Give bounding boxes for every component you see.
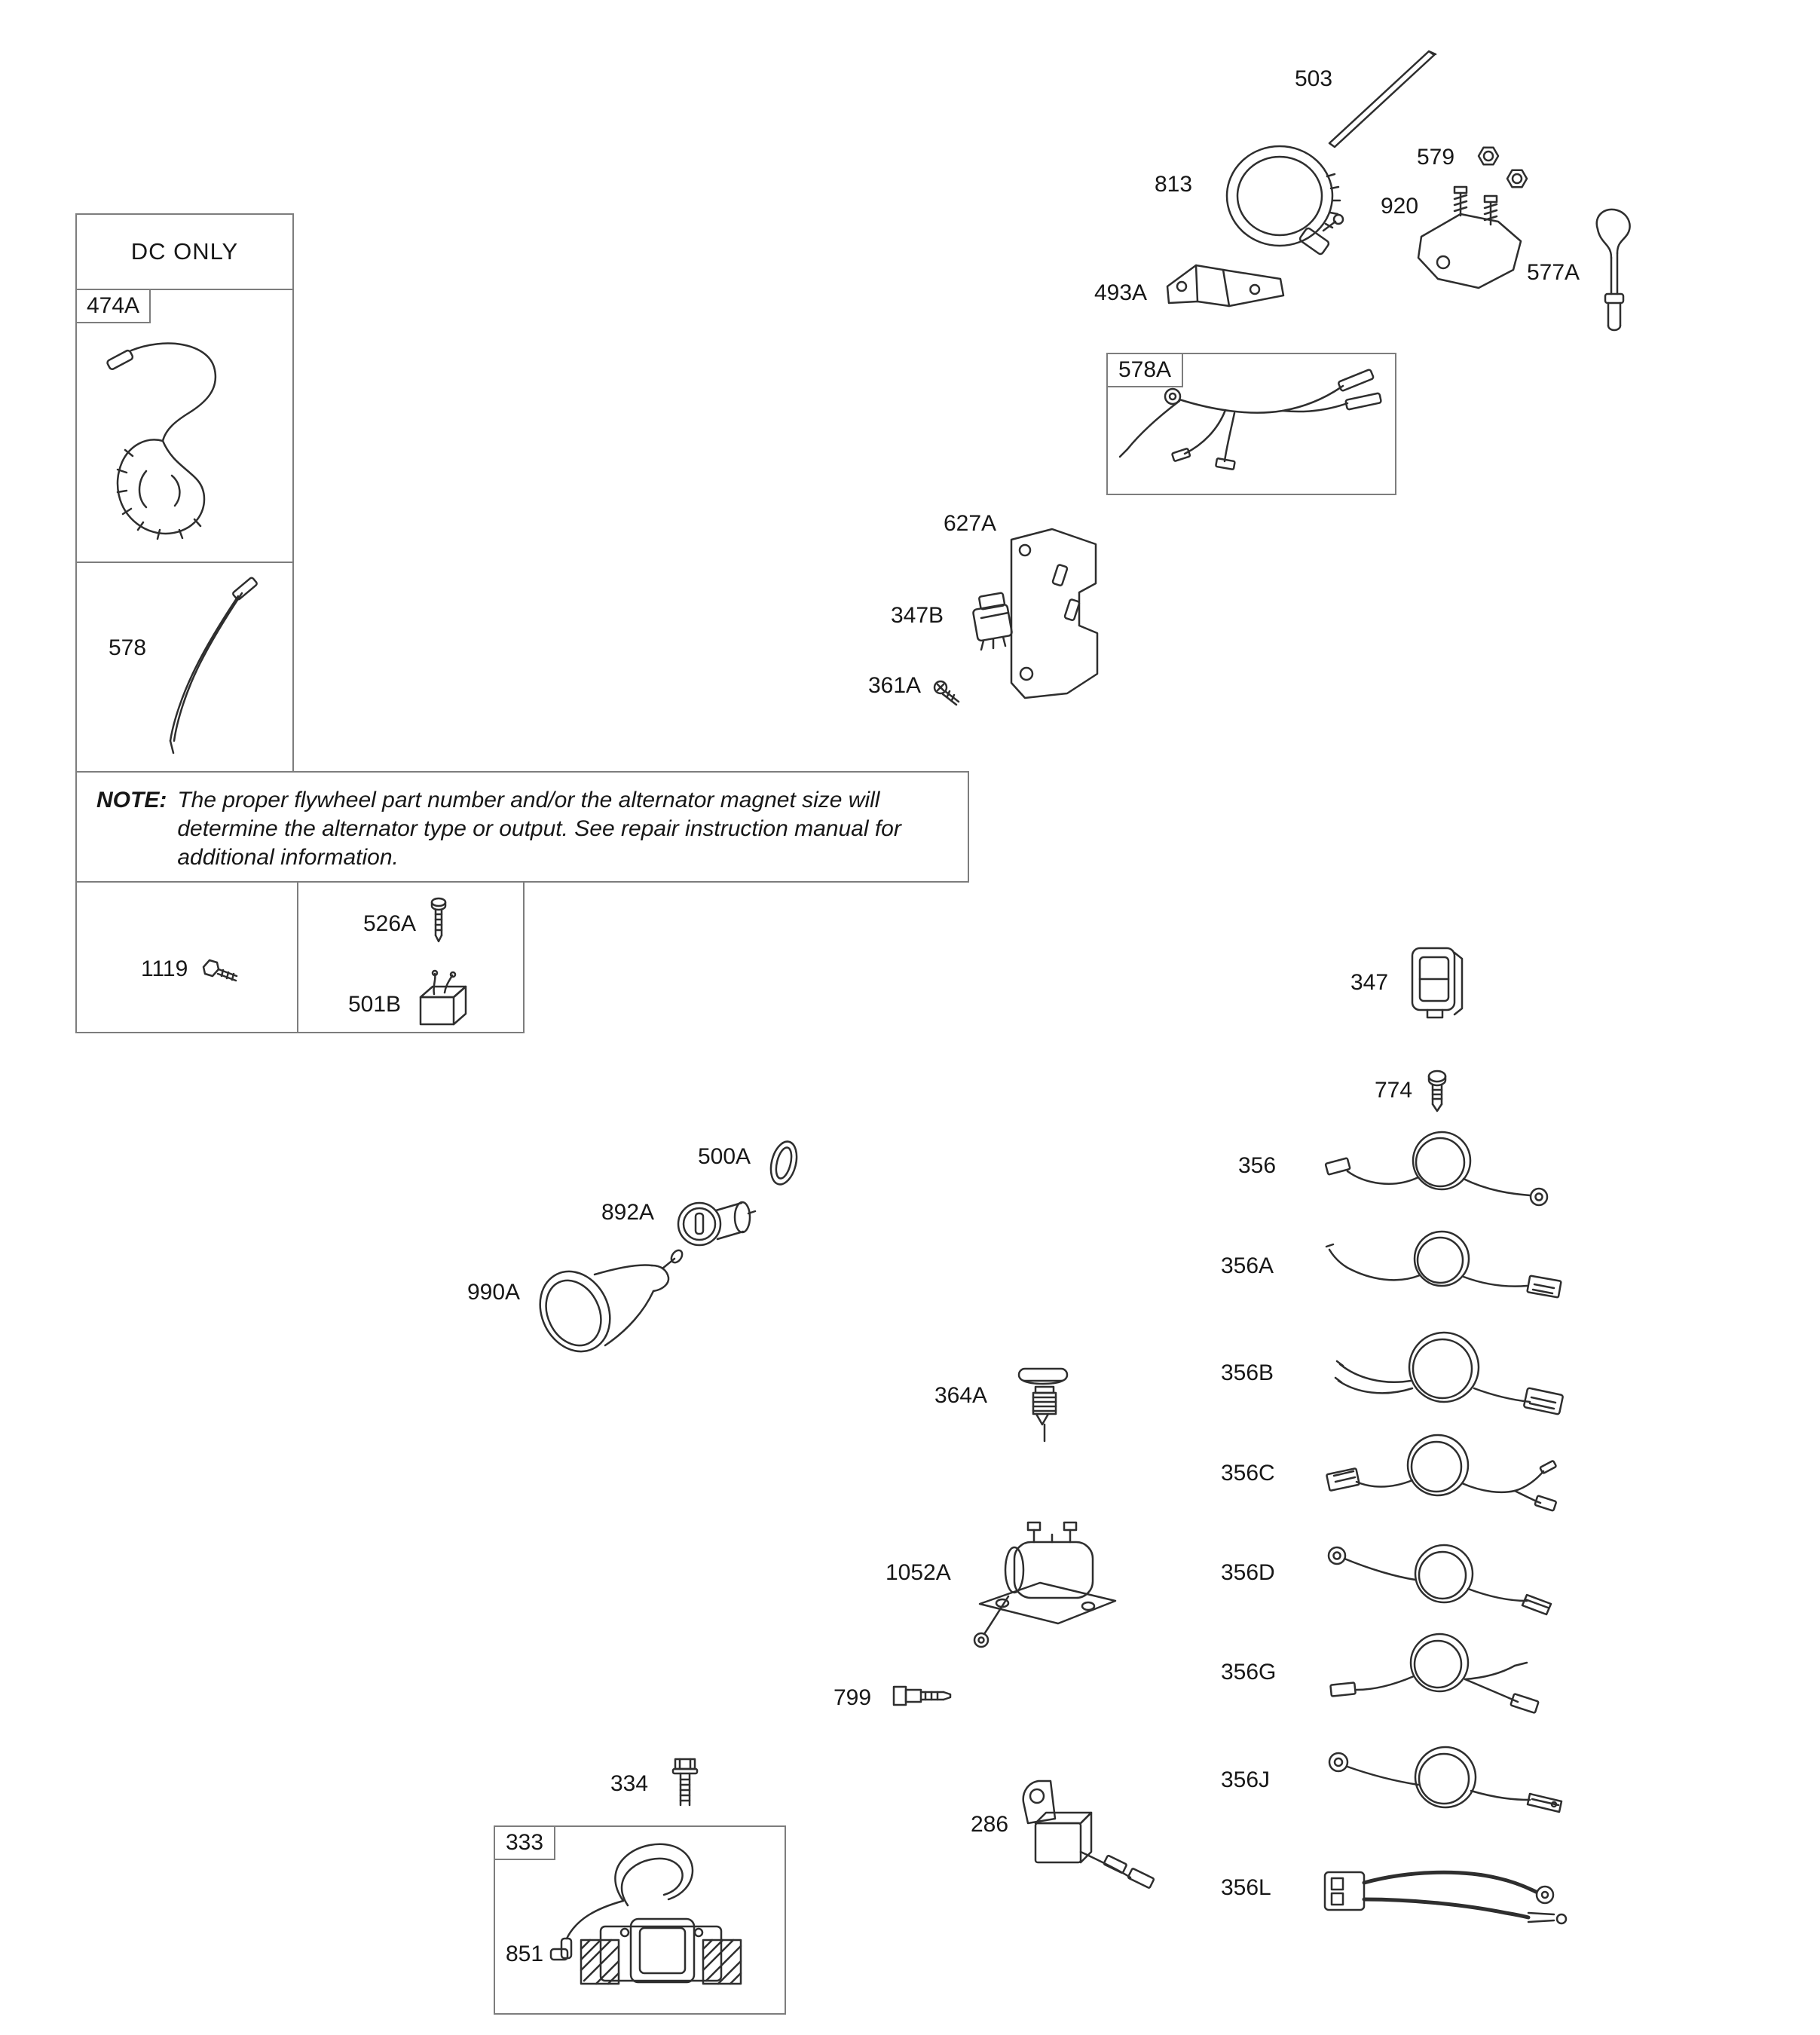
dc-only-box: DC ONLY 474A 578: [75, 213, 294, 773]
part-347-label: 347: [1350, 970, 1389, 995]
part-579-label: 579: [1417, 145, 1455, 170]
funnel-990A-drawing: [539, 1249, 684, 1353]
part-361A-label: 361A: [868, 673, 922, 698]
part-286-label: 286: [971, 1812, 1009, 1837]
oil-plug-364A-drawing: [1017, 1367, 1069, 1443]
bracket-627A-drawing: [1010, 528, 1099, 699]
spark-plug-boot-577A-drawing: [1595, 208, 1631, 332]
part-578A-label-box: 578A: [1106, 353, 1183, 387]
coil-333-box: 333 851: [494, 1825, 786, 2015]
part-578A-label: 578A: [1118, 357, 1172, 382]
part-500A-label: 500A: [698, 1144, 751, 1169]
hose-clamp-813-drawing: [1225, 145, 1344, 256]
part-356B-label: 356B: [1221, 1360, 1274, 1385]
part-578-label: 578: [109, 635, 147, 660]
wire-356L-drawing: [1323, 1870, 1568, 1925]
part-577A-label: 577A: [1527, 260, 1580, 285]
part-990A-label: 990A: [467, 1280, 521, 1305]
part-774-label: 774: [1375, 1078, 1413, 1103]
part-493A-label: 493A: [1094, 280, 1148, 305]
wire-356D-drawing: [1327, 1544, 1552, 1616]
part-1119-label: 1119: [141, 956, 188, 981]
ignition-wire-578-drawing: [169, 577, 258, 754]
part-1052A-label: 1052A: [886, 1560, 951, 1585]
part-356-label: 356: [1238, 1153, 1277, 1178]
part-892A-label: 892A: [601, 1200, 655, 1225]
part-364A-label: 364A: [934, 1383, 988, 1408]
wire-harness-578A-drawing: [1118, 369, 1382, 470]
part-334-label: 334: [610, 1771, 649, 1796]
wire-356G-drawing: [1329, 1633, 1540, 1714]
part-356J-label: 356J: [1221, 1767, 1271, 1792]
starter-solenoid-1052A-drawing: [973, 1521, 1117, 1648]
part-356L-label: 356L: [1221, 1875, 1271, 1900]
rod-503-drawing: [1328, 50, 1437, 148]
switch-347B-drawing: [972, 592, 1013, 651]
part-799-label: 799: [834, 1685, 872, 1710]
part-356A-label: 356A: [1221, 1253, 1274, 1278]
part-526A-label: 526A: [363, 911, 417, 936]
wire-356C-drawing: [1326, 1434, 1557, 1512]
bolt-799-drawing: [892, 1685, 952, 1706]
regulator-501B-drawing: [419, 969, 467, 1026]
diode-module-286-drawing: [1022, 1779, 1155, 1889]
wire-356A-drawing: [1325, 1230, 1562, 1299]
terminal-bracket-920-drawing: [1417, 185, 1522, 289]
dc-only-header: DC ONLY: [77, 215, 292, 290]
part-356G-label: 356G: [1221, 1660, 1277, 1685]
part-851-label: 851: [506, 1942, 544, 1966]
grommet-500A-drawing: [769, 1140, 798, 1186]
dc-cell-578: 578: [77, 563, 292, 771]
part-1119-box: 1119: [75, 881, 298, 1033]
part-347B-label: 347B: [891, 603, 944, 628]
bracket-493A-drawing: [1166, 264, 1285, 308]
part-474A-label: 474A: [86, 293, 140, 318]
part-474A-label-box: 474A: [75, 289, 151, 323]
note-content: NOTE: The proper flywheel part number an…: [77, 773, 968, 886]
wire-356J-drawing: [1328, 1746, 1563, 1813]
note-text: The proper flywheel part number and/or t…: [177, 788, 901, 870]
part-501B-label: 501B: [348, 992, 402, 1017]
part-356C-label: 356C: [1221, 1461, 1275, 1486]
part-813-label: 813: [1155, 172, 1193, 197]
part-920-label: 920: [1381, 194, 1419, 219]
dc-only-label: DC ONLY: [130, 238, 239, 265]
armature-coil-474A-drawing: [106, 342, 216, 540]
part-333-label-box: 333: [494, 1825, 555, 1860]
screw-774-drawing: [1427, 1070, 1447, 1112]
screw-526A-drawing: [430, 897, 447, 943]
key-switch-892A-drawing: [677, 1201, 757, 1247]
wire-356B-drawing: [1334, 1331, 1564, 1415]
part-627A-label: 627A: [944, 511, 997, 536]
screw-361A-drawing: [933, 680, 960, 706]
bolt-334-drawing: [671, 1758, 699, 1807]
wire-356-drawing: [1324, 1131, 1549, 1207]
harness-578A-box: 578A: [1106, 353, 1396, 495]
note-box: NOTE: The proper flywheel part number an…: [75, 771, 969, 883]
part-526A-501B-box: 526A 501B: [297, 881, 525, 1033]
part-333-label: 333: [505, 1830, 544, 1855]
nuts-579-drawing: [1477, 146, 1528, 188]
rocker-switch-347-drawing: [1411, 947, 1464, 1019]
part-503-label: 503: [1295, 66, 1333, 91]
note-prefix: NOTE:: [96, 788, 167, 812]
ignition-coil-333-drawing: [549, 1843, 742, 1985]
screw-1119-drawing: [202, 959, 238, 982]
part-356D-label: 356D: [1221, 1560, 1275, 1585]
dc-cell-474A: 474A: [75, 289, 292, 563]
